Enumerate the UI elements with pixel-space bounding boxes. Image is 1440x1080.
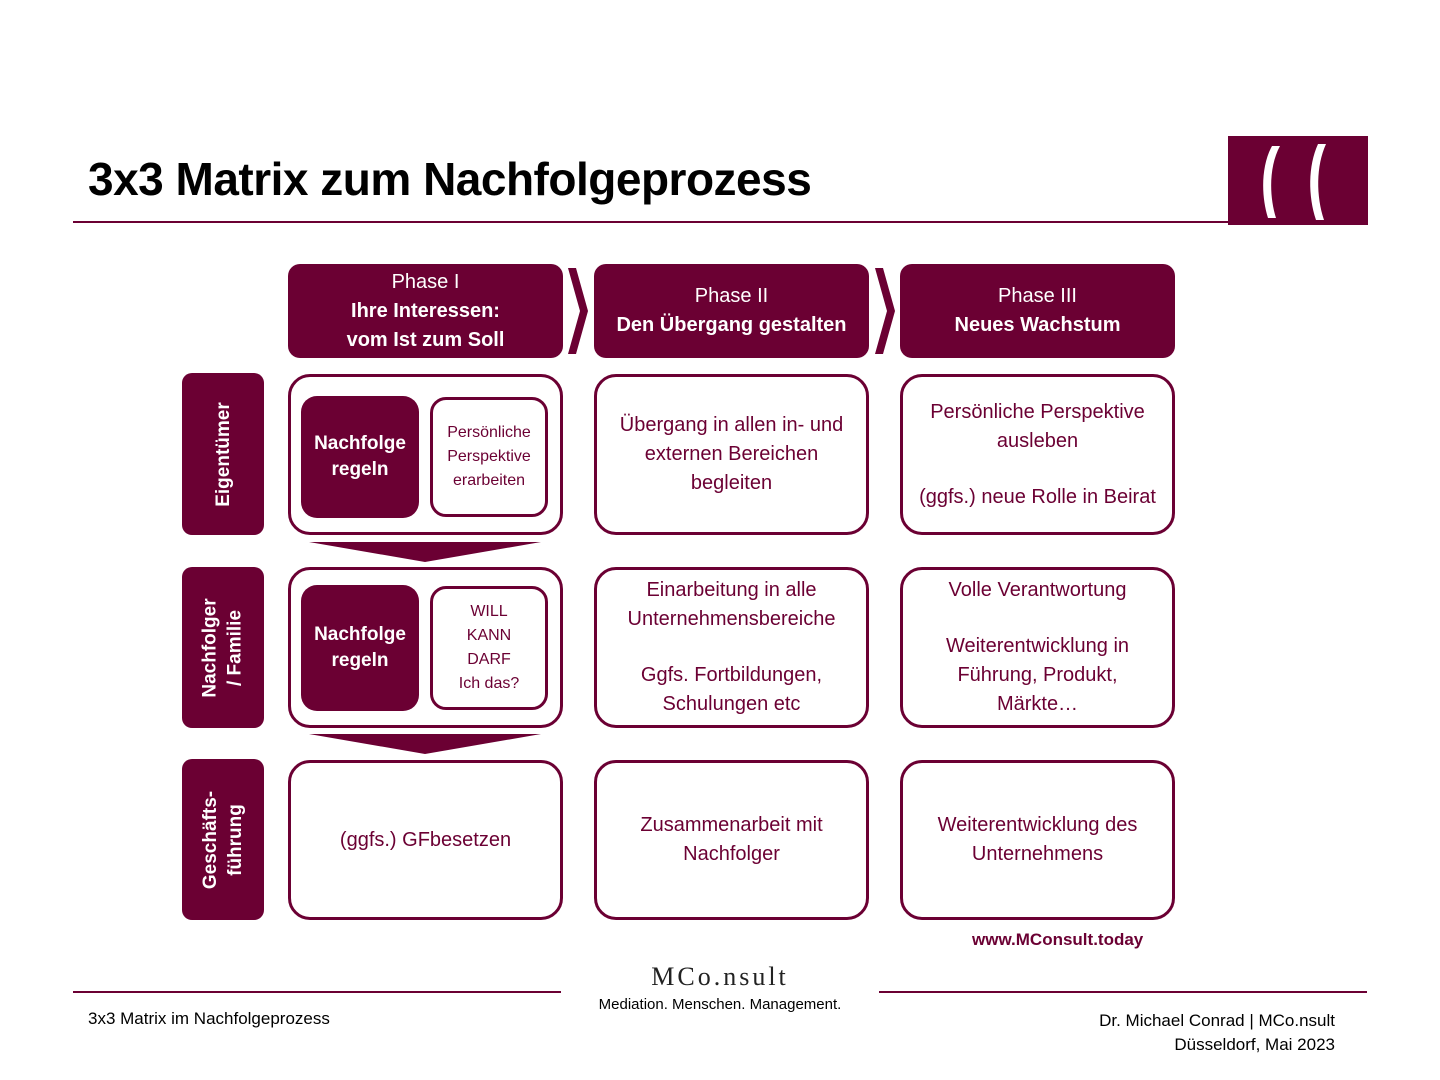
cell-r2-c2-line4: Schulungen etc: [662, 693, 801, 715]
footer-brand-name: MCo.nsult: [651, 962, 789, 991]
cell-r1-c2-line2: externen Bereichen: [644, 443, 819, 465]
chevron-right-icon: [875, 268, 895, 354]
cell-r3-c3: Weiterentwicklung des Unternehmens: [900, 760, 1175, 920]
cell-r2-c1-dark-box: Nachfolge regeln: [301, 585, 419, 711]
down-arrow-icon: [309, 734, 541, 754]
row-2-label-line2: / Familie: [225, 609, 246, 686]
cell-r1-c3-line1: Persönliche Perspektive: [930, 400, 1145, 423]
chevron-right-icon: [568, 268, 588, 354]
cell-r2-c3-line4: Märkte…: [996, 693, 1079, 715]
footer-brand-tagline: Mediation. Menschen. Management.: [598, 996, 842, 1013]
cell-r2-c1-outline-line3: DARF: [467, 651, 511, 668]
cell-r3-c2-line2: Nachfolger: [683, 843, 780, 865]
cell-r1-c1-outline-box: Persönliche Perspektive erarbeiten: [430, 397, 548, 517]
brand-logo-icon: [1228, 136, 1368, 225]
row-1-label-line1: Eigentümer: [212, 401, 234, 507]
footer-author-info: Dr. Michael Conrad | MCo.nsult Düsseldor…: [1099, 1009, 1335, 1057]
cell-r2-c1-dark-line2: regeln: [331, 650, 389, 671]
cell-r2-c2-line1: Einarbeitung in alle: [646, 579, 817, 601]
cell-r2-c3-line2: Weiterentwicklung in: [945, 635, 1130, 657]
phase-1-subtitle-line1: Ihre Interessen:: [351, 299, 500, 322]
footer-divider-right: [879, 991, 1367, 993]
cell-r2-c3: Volle Verantwortung Weiterentwicklung in…: [900, 567, 1175, 728]
footer-author-line1: Dr. Michael Conrad | MCo.nsult: [1099, 1011, 1335, 1030]
row-label-geschaeftsfuehrung: Geschäfts- führung: [182, 759, 264, 920]
website-link[interactable]: www.MConsult.today: [972, 930, 1144, 949]
cell-r2-c1-outline-box: WILL KANN DARF Ich das?: [430, 586, 548, 710]
cell-r2-c1-outline-line2: KANN: [466, 627, 512, 644]
cell-r1-c1-dark-line1: Nachfolge: [314, 433, 406, 454]
title-divider: [73, 221, 1233, 223]
cell-r1-c1-outline-line1: Persönliche: [447, 424, 531, 441]
cell-r3-c2-line1: Zusammenarbeit mit: [640, 814, 823, 836]
cell-r3-c3-line2: Unternehmens: [971, 843, 1104, 865]
cell-r1-c1-dark-box: Nachfolge regeln: [301, 396, 419, 518]
cell-r2-c1-outline-line4: Ich das?: [458, 675, 520, 692]
cell-r2-c1-outline-line1: WILL: [470, 603, 508, 620]
cell-r1-c3-line2: ausleben: [996, 429, 1079, 452]
page-title: 3x3 Matrix zum Nachfolgeprozess: [88, 153, 812, 205]
cell-r2-c1-dark-line1: Nachfolge: [314, 624, 406, 645]
cell-r2-c2-line2: Unternehmensbereiche: [627, 608, 836, 630]
row-3-label-line2: führung: [225, 803, 247, 876]
cell-r2-c2-line3: Ggfs. Fortbildungen,: [640, 664, 823, 686]
row-3-label-line1: Geschäfts-: [200, 790, 222, 889]
footer-document-title: 3x3 Matrix im Nachfolgeprozess: [88, 1009, 330, 1028]
down-arrow-icon: [309, 542, 541, 562]
cell-r2-c3-line1: Volle Verantwortung: [948, 579, 1127, 601]
cell-r1-c2: Übergang in allen in- und externen Berei…: [594, 374, 869, 535]
phase-1-subtitle-line2: vom Ist zum Soll: [346, 328, 505, 351]
cell-r1-c3: Persönliche Perspektive ausleben (ggfs.)…: [900, 374, 1175, 535]
phase-3-header: Phase III Neues Wachstum: [900, 264, 1175, 358]
footer-divider-left: [73, 991, 561, 993]
cell-r1-c1-outline-line3: erarbeiten: [452, 472, 526, 489]
phase-2-subtitle-line1: Den Übergang gestalten: [616, 314, 847, 336]
cell-r3-c1: (ggfs.) GFbesetzen: [288, 760, 563, 920]
cell-r3-c3-line1: Weiterentwicklung des: [937, 814, 1138, 836]
phase-2-header: Phase II Den Übergang gestalten: [594, 264, 869, 358]
phase-1-header: Phase I Ihre Interessen: vom Ist zum Sol…: [288, 264, 563, 358]
phase-1-label: Phase I: [391, 270, 460, 293]
cell-r1-c1-outline-line2: Perspektive: [447, 448, 531, 465]
row-2-label-line1: Nachfolger: [200, 597, 221, 698]
cell-r2-c3-line3: Führung, Produkt,: [957, 664, 1118, 686]
cell-r1-c2-line3: begleiten: [690, 472, 773, 494]
cell-r1-c2-line1: Übergang in allen in- und: [619, 414, 844, 436]
row-label-nachfolger-familie: Nachfolger / Familie: [182, 567, 264, 728]
cell-r1-c1-dark-line2: regeln: [331, 459, 389, 480]
cell-r1-c3-line3: (ggfs.) neue Rolle in Beirat: [919, 485, 1156, 508]
row-label-eigentuemer: Eigentümer: [182, 373, 264, 535]
phase-3-subtitle-line1: Neues Wachstum: [954, 314, 1121, 336]
cell-r3-c1-line1: (ggfs.) GFbesetzen: [339, 828, 512, 851]
phase-3-label: Phase III: [998, 285, 1077, 307]
cell-r3-c2: Zusammenarbeit mit Nachfolger: [594, 760, 869, 920]
cell-r2-c2: Einarbeitung in alle Unternehmensbereich…: [594, 567, 869, 728]
phase-2-label: Phase II: [694, 285, 769, 307]
footer-author-line2: Düsseldorf, Mai 2023: [1174, 1035, 1335, 1054]
